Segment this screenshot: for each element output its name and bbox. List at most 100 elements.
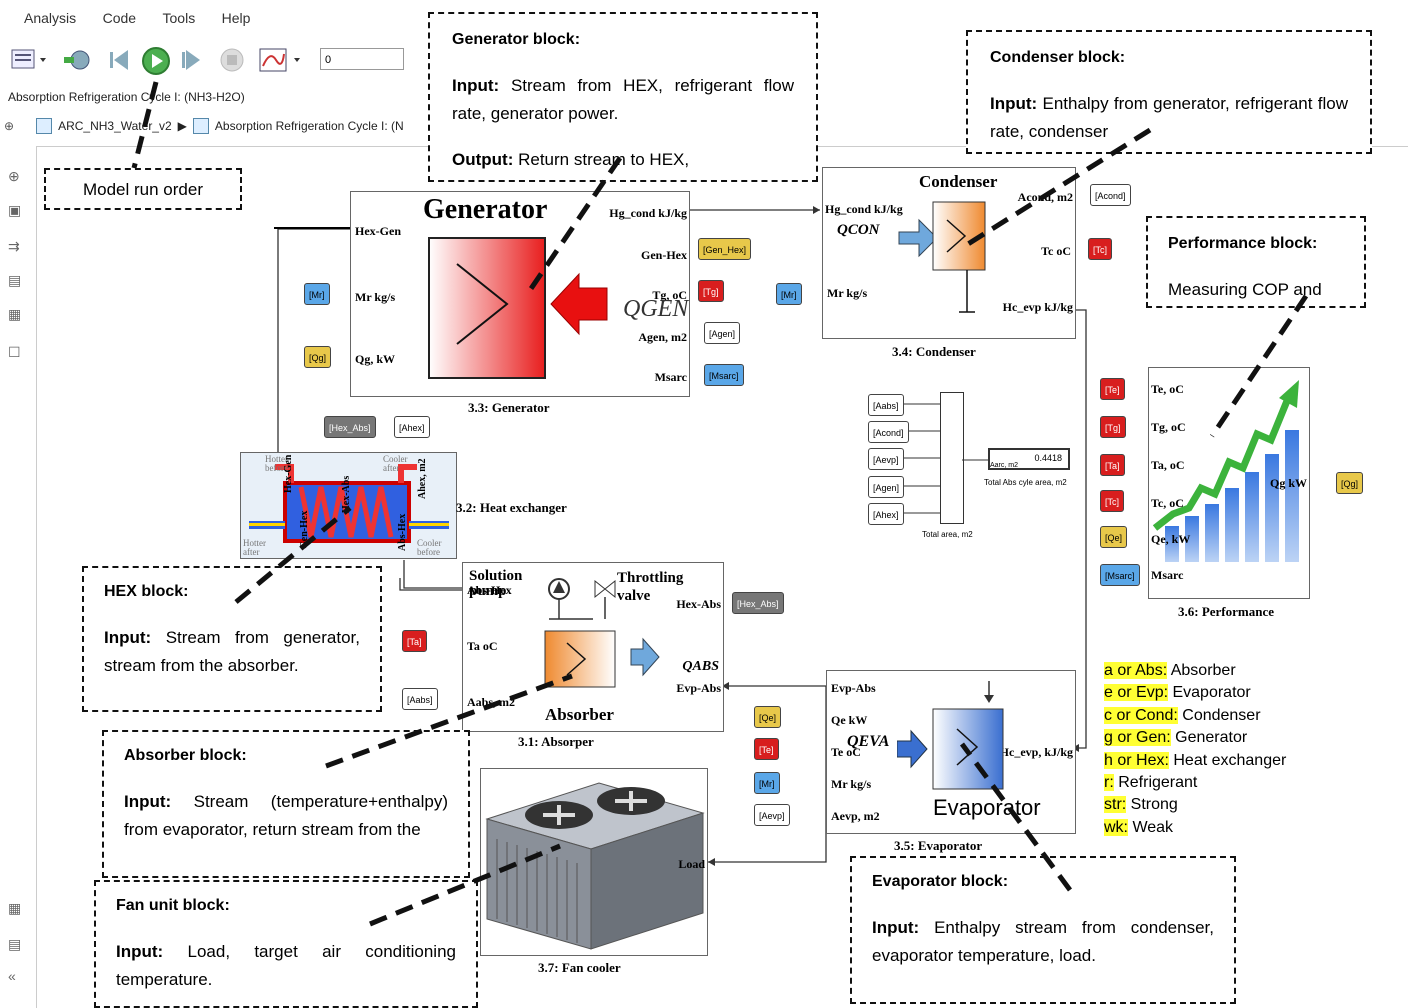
tag-te-performance[interactable]: [Te] <box>1100 378 1125 400</box>
tag-tg-performance[interactable]: [Tg] <box>1100 416 1126 438</box>
callout-generator-input: Input: Stream from HEX, refrigerant flow… <box>452 72 794 128</box>
port-msarc: Msarc <box>654 370 687 384</box>
legend-row: r: Refrigerant <box>1104 772 1286 794</box>
tag-area-agen[interactable]: [Agen] <box>868 476 905 498</box>
absorber-block[interactable]: Solution pump Throttling valve Abs-Hex H… <box>462 562 724 732</box>
absorber-valve-label: Throttling valve <box>617 570 684 604</box>
evaporator-q-label: QEVA <box>847 733 890 750</box>
tag-area-ahex[interactable]: [Ahex] <box>868 503 904 525</box>
zoom-icon[interactable]: ⊕ <box>8 168 20 184</box>
tag-mr-generator[interactable]: [Mr] <box>304 283 330 305</box>
stop-time-field[interactable]: 0 <box>320 48 404 70</box>
legend-value: Generator <box>1170 729 1248 747</box>
evaporator-title: Evaporator <box>933 795 1041 820</box>
tag-qg-generator[interactable]: [Qg] <box>304 346 332 368</box>
absorber-port-aabs: Aabs, m2 <box>467 695 516 709</box>
scope-icon[interactable] <box>258 46 308 74</box>
breadcrumb-separator: ▶ <box>177 119 187 133</box>
hex-cooler-after: Cooler after <box>383 454 408 473</box>
absorber-q-label: QABS <box>682 659 719 674</box>
arrow-tool-icon[interactable]: ⇉ <box>8 238 20 254</box>
callout-generator-output-text: Return stream to HEX, <box>518 150 690 169</box>
hex-caption: 3.2: Heat exchanger <box>456 500 567 515</box>
menu-analysis[interactable]: Analysis <box>24 10 77 26</box>
evaporator-port-aevp: Aevp, m2 <box>831 809 880 823</box>
generator-hx-icon <box>428 237 608 379</box>
tag-tc-condenser[interactable]: [Tc] <box>1088 238 1113 260</box>
tag-tg-generator[interactable]: [Tg] <box>698 280 724 302</box>
hex-port-ahex: Ahex, m2 <box>417 458 428 499</box>
menu-code[interactable]: Code <box>102 10 137 26</box>
callout-absorber-input-label: Input: <box>124 792 172 811</box>
step-forward-icon[interactable] <box>178 46 208 74</box>
legend-key: str: <box>1104 796 1127 814</box>
performance-port-qe: Qe, kW <box>1151 532 1191 546</box>
absorber-port-evp-abs: Evp-Abs <box>676 681 721 695</box>
legend-value: Absorber <box>1167 662 1236 679</box>
tag-area-acond[interactable]: [Acond] <box>868 421 909 443</box>
breadcrumb-item-subsystem[interactable]: Absorption Refrigeration Cycle I: (N <box>214 119 404 133</box>
explorer-icon[interactable]: ▦ <box>8 900 22 916</box>
tag-agen[interactable]: [Agen] <box>704 322 741 344</box>
callout-absorber-input-text: Stream (temperature+enthalpy) from evapo… <box>124 792 448 839</box>
area-sum-block[interactable] <box>940 392 964 524</box>
stop-icon[interactable] <box>216 46 248 74</box>
legend-row: a or Abs: Absorber <box>1104 660 1286 682</box>
fit-view-icon[interactable]: ▣ <box>8 202 22 218</box>
tag-area-aabs[interactable]: [Aabs] <box>868 394 904 416</box>
tag-hex-abs-top[interactable]: [Hex_Abs] <box>324 416 376 438</box>
tag-aevp[interactable]: [Aevp] <box>754 804 790 826</box>
condenser-hx-icon <box>898 201 986 313</box>
tag-msarc-generator[interactable]: [Msarc] <box>704 364 744 386</box>
callout-performance: Performance block: Measuring COP and <box>1146 216 1366 308</box>
model-settings-icon[interactable] <box>62 46 102 74</box>
annotation-icon[interactable]: ▤ <box>8 272 22 288</box>
generator-block[interactable]: Generator Hex-Gen Mr kg/s Qg, kW Hg_cond… <box>350 191 690 397</box>
port-hex-gen: Hex-Gen <box>355 224 401 238</box>
tag-acond[interactable]: [Acond] <box>1090 184 1131 206</box>
tag-ahex[interactable]: [Ahex] <box>394 416 430 438</box>
tag-ta-performance[interactable]: [Ta] <box>1100 454 1125 476</box>
tag-gen-hex[interactable]: [Gen_Hex] <box>698 238 752 260</box>
legend-key: g or Gen: <box>1104 729 1171 747</box>
condenser-block[interactable]: Condenser Hg_cond kJ/kg Mr kg/s Acond, m… <box>822 167 1076 339</box>
fan-cooler-icon <box>485 782 705 950</box>
area-icon[interactable]: ☐ <box>8 344 21 360</box>
tag-area-aevp[interactable]: [Aevp] <box>868 448 904 470</box>
performance-block[interactable]: Te, oC Tg, oC Ta, oC Tc, oC Qe, kW Msarc… <box>1148 367 1310 599</box>
menu-help[interactable]: Help <box>221 10 251 26</box>
back-icon[interactable]: ⊕ <box>4 119 15 133</box>
evaporator-port-te: Te oC <box>831 745 861 759</box>
step-back-icon[interactable] <box>106 46 136 74</box>
library-browser-icon[interactable] <box>10 46 50 74</box>
tag-msarc-performance[interactable]: [Msarc] <box>1100 564 1140 586</box>
evaporator-block[interactable]: Evp-Abs Qe kW Te oC Mr kg/s Aevp, m2 Hc_… <box>826 670 1076 834</box>
tag-aabs[interactable]: [Aabs] <box>402 688 438 710</box>
tag-mr-condenser[interactable]: [Mr] <box>776 283 802 305</box>
tag-ta-absorber[interactable]: [Ta] <box>402 630 427 652</box>
collapse-icon[interactable]: « <box>8 968 16 984</box>
legend-value: Refrigerant <box>1113 774 1198 792</box>
callout-condenser-input: Input: Enthalpy from generator, refriger… <box>990 90 1348 146</box>
performance-port-tc: Tc, oC <box>1151 496 1184 510</box>
evaporator-port-qe: Qe kW <box>831 713 868 727</box>
callout-generator-output-label: Output: <box>452 150 514 169</box>
tag-te-evaporator[interactable]: [Te] <box>754 738 779 760</box>
menu-tools[interactable]: Tools <box>162 10 196 26</box>
fan-cooler-block[interactable]: Load <box>480 768 708 956</box>
tag-hex-abs-absorber[interactable]: [Hex_Abs] <box>732 592 784 614</box>
tag-qe-performance[interactable]: [Qe] <box>1100 526 1128 548</box>
absorber-pump-label: Solution pump <box>469 568 523 599</box>
tag-tc-performance[interactable]: [Tc] <box>1100 490 1125 512</box>
port-mr-cond: Mr kg/s <box>827 286 868 300</box>
callout-condenser-input-text: Enthalpy from generator, refrigerant flo… <box>990 94 1348 141</box>
tag-qg-performance[interactable]: [Qg] <box>1336 472 1364 494</box>
hex-port-hex-abs: Hex-Abs <box>341 475 352 513</box>
run-icon[interactable] <box>138 46 174 80</box>
tag-mr-evaporator[interactable]: [Mr] <box>754 772 780 794</box>
image-icon[interactable]: ▦ <box>8 306 22 322</box>
port-acond: Acond, m2 <box>1017 190 1073 204</box>
property-icon[interactable]: ▤ <box>8 936 22 952</box>
hex-block[interactable]: Hotter before Cooler after Hotter after … <box>240 452 457 559</box>
tag-qe-evaporator[interactable]: [Qe] <box>754 706 782 728</box>
